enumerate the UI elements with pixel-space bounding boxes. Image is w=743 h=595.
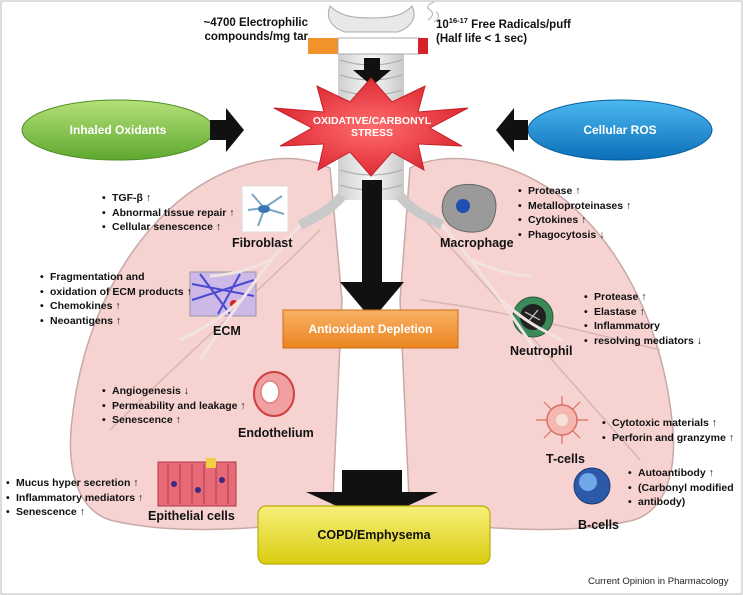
bcell-label: B-cells [578,518,619,532]
macrophage-effect: Phagocytosis ↓ [518,228,631,243]
endothelium-effect: Angiogenesis ↓ [102,384,246,399]
arrow-stress-to-depletion [340,180,404,320]
endothelium-effects: Angiogenesis ↓ Permeability and leakage … [102,384,246,428]
epithelial-effect: Mucus hyper secretion ↑ [6,476,143,491]
ecm-effect-cont-text: oxidation of ECM products ↑ [50,285,192,298]
endothelium-label: Endothelium [238,426,314,440]
electrophilic-text: ~4700 Electrophilic compounds/mg tar [203,17,308,43]
macrophage-label: Macrophage [440,236,514,250]
bcell-effect-cont-text: antibody) [638,496,686,508]
endothelium-image [253,371,295,417]
neutrophil-effect: Inflammatory [584,319,702,334]
free-radicals-text: 1016-17 Free Radicals/puff (Half life < … [436,14,606,46]
half-life-text: (Half life < 1 sec) [436,32,528,45]
neutrophil-label: Neutrophil [510,344,573,358]
neutrophil-image [512,296,554,338]
bcell-effect-cont: (Carbonyl modified [628,481,734,496]
tcell-label: T-cells [546,452,585,466]
neutrophil-effect: Elastase ↑ [584,305,702,320]
bcell-effect: Autoantibody ↑ [628,466,734,481]
epithelial-effect: Senescence ↑ [6,505,143,520]
tcell-effect: Perforin and granzyme ↑ [602,431,734,446]
ecm-effects: Fragmentation and oxidation of ECM produ… [40,270,192,328]
airway-branches [179,224,563,361]
radicals-rest: Free Radicals/puff [467,18,571,31]
fibroblast-image [241,185,289,233]
arrow-inhaled-to-stress [210,108,244,152]
tcell-image [536,396,588,444]
epithelial-effects: Mucus hyper secretion ↑ Inflammatory med… [6,476,143,520]
macrophage-effect: Cytokines ↑ [518,213,631,228]
neutrophil-effect-cont: resolving mediators ↓ [584,334,702,349]
left-lung [69,157,343,531]
tcell-effect: Cytotoxic materials ↑ [602,416,734,431]
neutrophil-effects: Protease ↑ Elastase ↑ Inflammatory resol… [584,290,702,348]
larynx [327,5,415,33]
ecm-effect: Fragmentation and [40,270,192,285]
stress-starburst [273,77,469,177]
endothelium-effect: Senescence ↑ [102,413,246,428]
neutrophil-effect-cont-text: resolving mediators ↓ [594,334,702,347]
fibroblast-effect: TGF-β ↑ [102,191,235,206]
bcell-effects: Autoantibody ↑ (Carbonyl modified antibo… [628,466,734,510]
stress-label: OXIDATIVE/CARBONYL STRESS [312,115,432,139]
antioxidant-depletion-box [282,309,459,349]
journal-credit: Current Opinion in Pharmacology [588,576,729,587]
fibroblast-effects: TGF-β ↑ Abnormal tissue repair ↑ Cellula… [102,191,235,235]
fibroblast-effect: Abnormal tissue repair ↑ [102,206,235,221]
bcell-effect-cont: antibody) [628,495,734,510]
neutrophil-effect: Protease ↑ [584,290,702,305]
epithelial-effect: Inflammatory mediators ↑ [6,491,143,506]
macrophage-effect: Metalloproteinases ↑ [518,199,631,214]
arrow-cigarette-to-stress [353,58,391,86]
antioxidant-depletion-label: Antioxidant Depletion [308,322,433,336]
copd-box [257,505,491,565]
fibroblast-effect: Cellular senescence ↑ [102,220,235,235]
tcell-effects: Cytotoxic materials ↑ Perforin and granz… [602,416,734,445]
macrophage-image [441,184,497,233]
macrophage-effect: Protease ↑ [518,184,631,199]
ecm-effect: Chemokines ↑ [40,299,192,314]
radicals-exponent: 16-17 [448,16,468,25]
bcell-image [573,467,611,505]
macrophage-effects: Protease ↑ Metalloproteinases ↑ Cytokine… [518,184,631,242]
radicals-base: 10 [436,18,449,31]
epithelial-label: Epithelial cells [148,509,235,523]
ecm-label: ECM [213,324,241,338]
fibroblast-label: Fibroblast [232,236,293,250]
epithelial-image [157,458,237,507]
ecm-effect-cont: oxidation of ECM products ↑ [40,285,192,300]
copd-label: COPD/Emphysema [317,528,431,542]
cigarette [308,1,440,55]
ecm-effect: Neoantigens ↑ [40,314,192,329]
inhaled-oxidants-label: Inhaled Oxidants [69,123,167,137]
cellular-ros-label: Cellular ROS [583,123,657,137]
bcell-effect-cont-text: (Carbonyl modified [638,481,734,494]
arrow-depletion-to-outcome [306,470,438,522]
endothelium-effect: Permeability and leakage ↑ [102,399,246,414]
arrow-ros-to-stress [496,108,528,152]
